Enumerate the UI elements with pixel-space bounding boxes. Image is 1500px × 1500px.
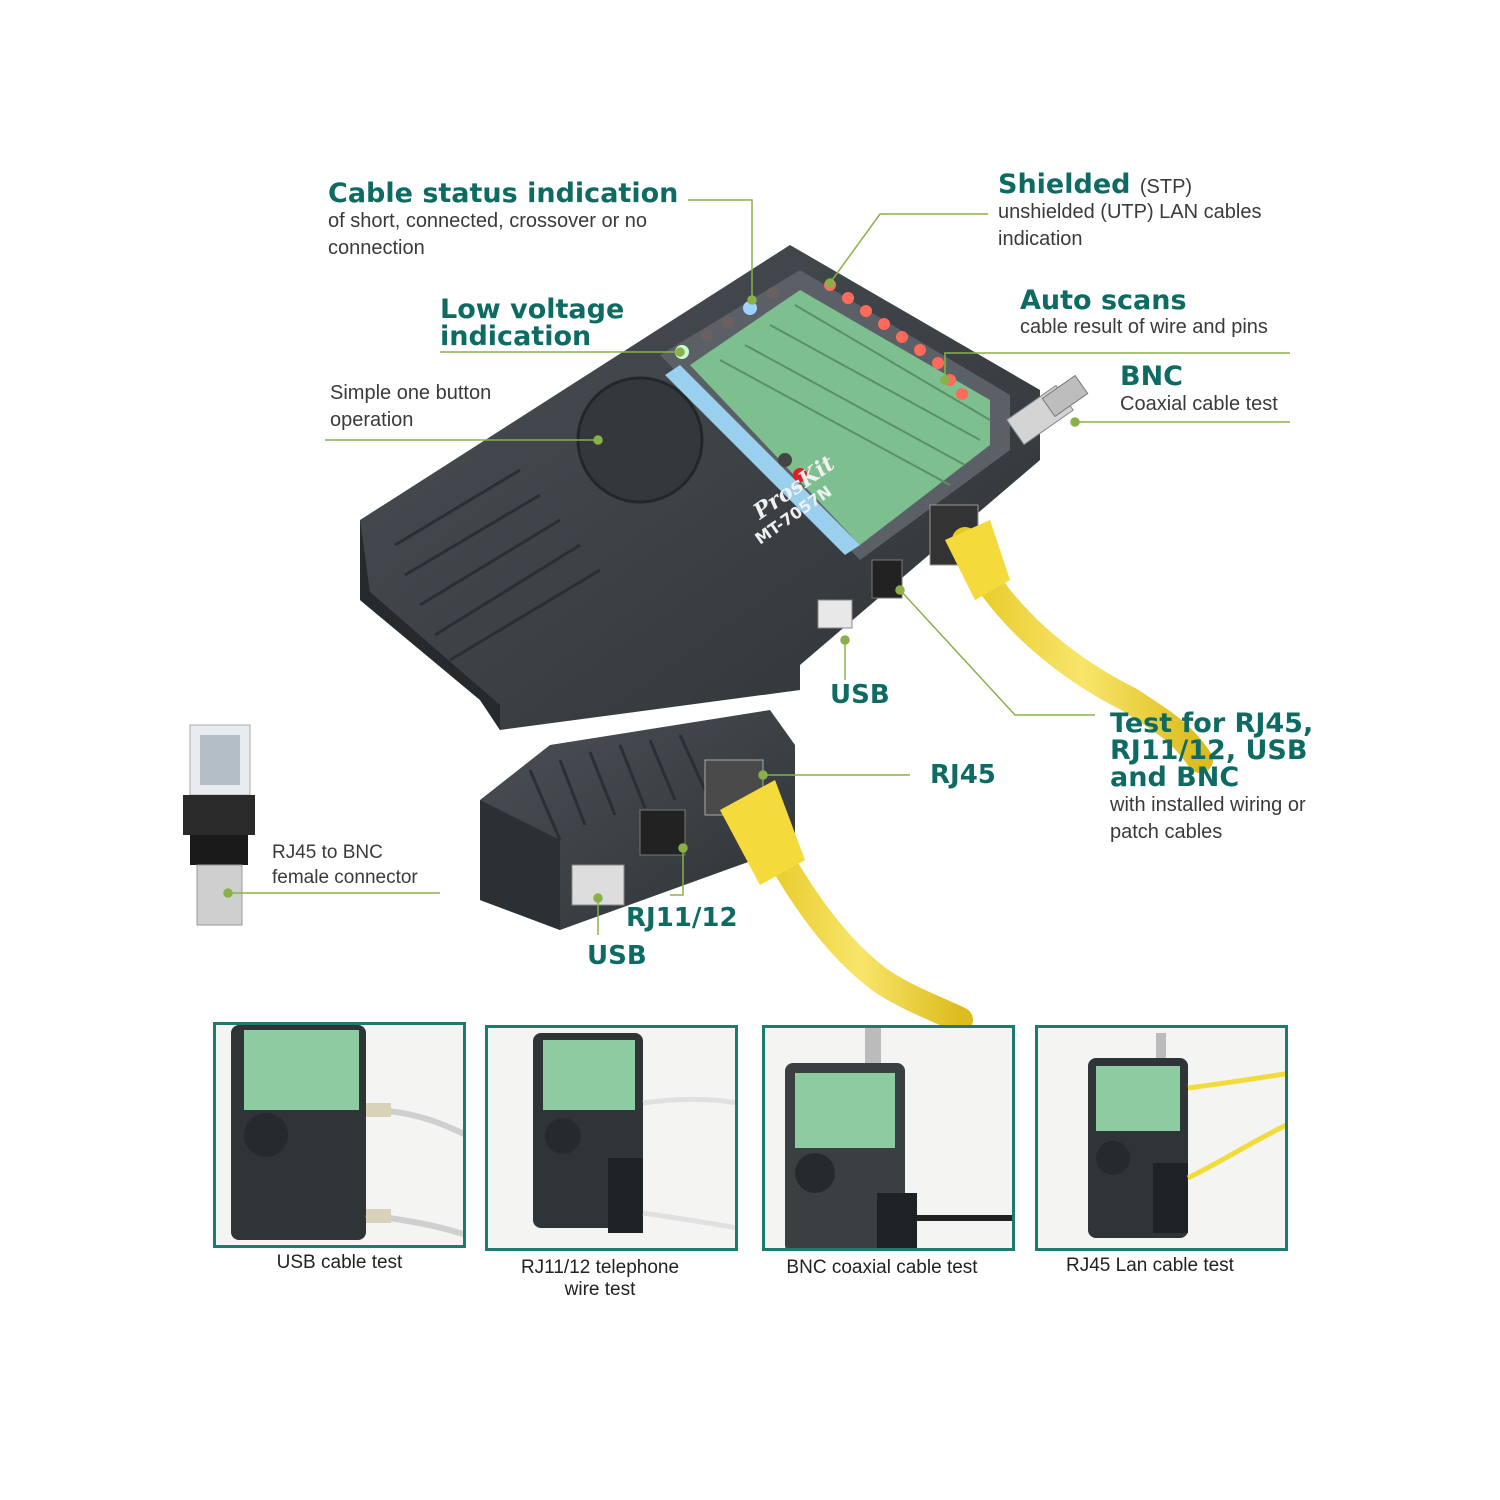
rj45-bnc-adapter [183,724,255,926]
shielded-title-suffix: (STP) [1139,176,1193,198]
cable-status-line: of short, connected, crossover or no [328,210,648,232]
caption-line: RJ11/12 telephone [520,1257,680,1278]
shielded-line: indication [998,228,1083,250]
caption-rj11-test: RJ11/12 telephone wire test [485,1257,715,1301]
auto-scans-text: cable result of wire and pins [1020,316,1268,338]
shielded-title-main: Shielded [998,169,1131,200]
caption-line: USB cable test [276,1252,403,1273]
one-button-line: operation [330,409,414,431]
photo-rj45-test [1035,1025,1288,1251]
low-voltage-title: Low voltage indication [440,296,624,350]
cable-status-title: Cable status indication [328,178,679,209]
bnc-connector [1006,374,1089,446]
remote-unit [480,710,795,930]
usb-main-label: USB [830,680,890,710]
rj45-bnc-text: RJ45 to BNC female connector [272,840,418,890]
caption-line: BNC coaxial cable test [786,1257,978,1278]
photo-usb-test [213,1022,466,1248]
test-for-line: Test for RJ45, [1110,708,1314,739]
test-for-text-line: patch cables [1110,821,1223,843]
usb-remote-label: USB [587,941,647,971]
rj45-bnc-line: RJ45 to BNC [272,842,383,863]
low-voltage-line: indication [440,321,592,352]
one-button-line: Simple one button [330,382,492,404]
rj45-bnc-line: female connector [272,867,418,888]
bnc-text: Coaxial cable test [1120,393,1278,415]
photo-bnc-test [762,1025,1015,1251]
yellow-cable-remote [747,807,973,1033]
caption-line: RJ45 Lan cable test [1066,1255,1234,1276]
one-button-text: Simple one button operation [330,380,491,434]
rj11-remote-label: RJ11/12 [626,903,738,933]
shielded-title: Shielded (STP) [998,171,1192,201]
caption-line: wire test [564,1279,636,1300]
caption-bnc-test: BNC coaxial cable test [762,1257,1002,1279]
leader-lines [223,199,1290,935]
rj45-remote-label: RJ45 [930,760,996,790]
photo-rj11-test [485,1025,738,1251]
cable-status-text: of short, connected, crossover or no con… [328,208,647,262]
shielded-text: unshielded (UTP) LAN cables indication [998,199,1261,253]
cable-status-line: connection [328,237,425,259]
test-for-title: Test for RJ45, RJ11/12, USB and BNC [1110,710,1313,791]
remote-rj11-port [639,809,686,856]
bnc-title: BNC [1120,361,1183,392]
test-for-text-line: with installed wiring or [1110,794,1306,816]
caption-rj45-test: RJ45 Lan cable test [1035,1255,1265,1277]
usb-b-port [817,599,853,629]
low-voltage-line: Low voltage [440,294,625,325]
test-for-text: with installed wiring or patch cables [1110,792,1306,846]
caption-usb-test: USB cable test [213,1252,466,1274]
test-for-line: and BNC [1110,762,1240,793]
test-for-line: RJ11/12, USB [1110,735,1308,766]
shielded-line: unshielded (UTP) LAN cables [998,201,1262,223]
auto-scans-title: Auto scans [1020,285,1187,316]
